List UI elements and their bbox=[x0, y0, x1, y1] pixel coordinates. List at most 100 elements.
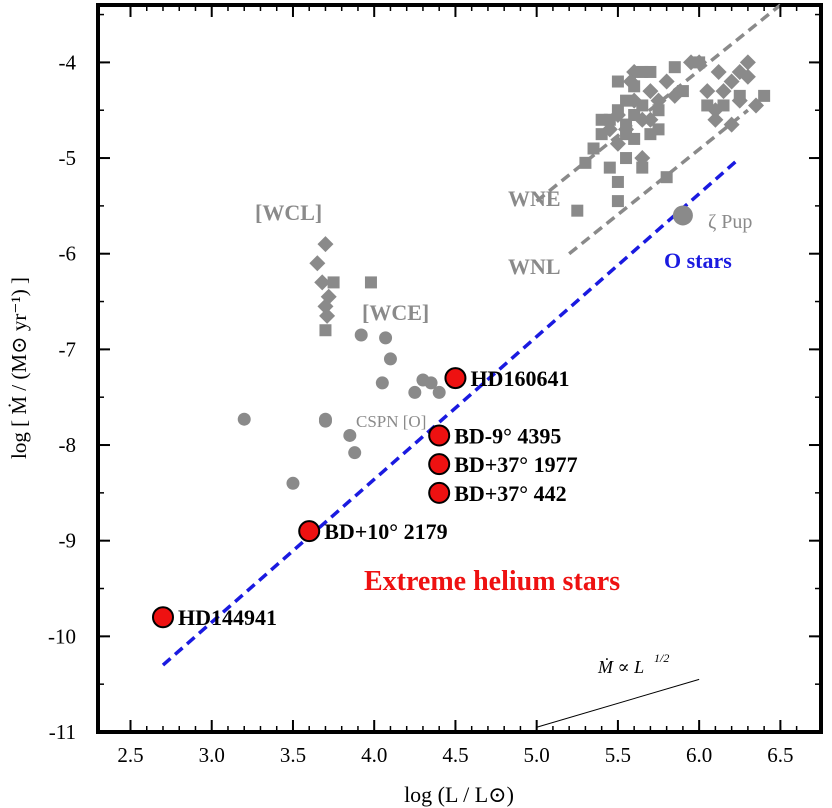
diamond-point bbox=[314, 274, 331, 291]
square-point bbox=[611, 75, 624, 88]
circle-point bbox=[318, 414, 332, 428]
square-point bbox=[652, 104, 665, 117]
x-axis-title: log (L / L⊙) bbox=[404, 782, 514, 807]
square-point bbox=[701, 99, 714, 112]
square-point bbox=[652, 123, 665, 136]
x-tick-label: 5.0 bbox=[524, 743, 550, 767]
extreme-helium-label: BD+37° 442 bbox=[454, 481, 566, 506]
diamond-point bbox=[319, 307, 336, 324]
extreme-helium-point bbox=[444, 367, 467, 390]
square-point bbox=[571, 204, 584, 217]
square-point bbox=[595, 128, 608, 141]
x-tick-label: 2.5 bbox=[117, 743, 143, 767]
square-point bbox=[668, 61, 681, 74]
y-tick-label: -8 bbox=[59, 433, 77, 457]
y-tick-label: -11 bbox=[49, 720, 76, 744]
y-tick-label: -10 bbox=[48, 624, 76, 648]
diamond-point bbox=[723, 73, 740, 90]
square-point bbox=[717, 99, 730, 112]
square-point bbox=[364, 276, 377, 289]
circle-point bbox=[343, 428, 357, 442]
zeta-pup-point bbox=[672, 205, 693, 226]
square-point bbox=[620, 94, 633, 107]
wne-label: WNE bbox=[508, 186, 561, 211]
x-tick-label: 3.0 bbox=[199, 743, 225, 767]
square-point bbox=[603, 161, 616, 174]
extreme-helium-point bbox=[298, 520, 321, 543]
square-point bbox=[620, 152, 633, 165]
square-point bbox=[733, 89, 746, 102]
cspn-label: CSPN [O] bbox=[356, 412, 426, 431]
circle-point bbox=[424, 376, 438, 390]
x-tick-label: 4.5 bbox=[442, 743, 468, 767]
diamond-point bbox=[317, 236, 334, 253]
relation-label: Ṁ ∝ L bbox=[597, 657, 644, 677]
square-point bbox=[758, 89, 771, 102]
diamond-point bbox=[309, 255, 326, 272]
square-point bbox=[587, 142, 600, 155]
circle-point bbox=[408, 385, 422, 399]
trend-line bbox=[535, 3, 782, 203]
diamond-point bbox=[731, 63, 748, 80]
square-point bbox=[644, 128, 657, 141]
square-point bbox=[693, 56, 706, 69]
square-point bbox=[611, 195, 624, 208]
diamond-point bbox=[707, 111, 724, 128]
diamond-point bbox=[710, 63, 727, 80]
y-tick-label: -9 bbox=[59, 529, 77, 553]
square-point bbox=[579, 156, 592, 169]
y-axis-title: log [ Ṁ / (M⊙ yr⁻¹) ] bbox=[7, 277, 31, 459]
wcl-label: [WCL] bbox=[255, 200, 322, 225]
x-tick-label: 4.0 bbox=[361, 743, 387, 767]
square-point bbox=[660, 171, 673, 184]
diamond-point bbox=[715, 83, 732, 100]
extreme-helium-label: HD160641 bbox=[470, 366, 569, 391]
circle-point bbox=[375, 376, 389, 390]
extreme-helium-point bbox=[428, 424, 451, 447]
diamond-point bbox=[699, 83, 716, 100]
extreme-helium-label: HD144941 bbox=[178, 605, 277, 630]
trend-line bbox=[568, 108, 749, 256]
trend-line bbox=[536, 678, 700, 728]
x-tick-label: 6.5 bbox=[767, 743, 793, 767]
square-point bbox=[676, 85, 689, 98]
extreme-helium-label: BD-9° 4395 bbox=[454, 423, 561, 448]
square-point bbox=[620, 118, 633, 131]
x-tick-label: 3.5 bbox=[280, 743, 306, 767]
square-point bbox=[620, 128, 633, 141]
diamond-point bbox=[658, 73, 675, 90]
diamond-point bbox=[739, 54, 756, 71]
extreme-helium-point bbox=[428, 453, 451, 476]
square-point bbox=[327, 276, 340, 289]
circle-point bbox=[354, 328, 368, 342]
square-point bbox=[644, 65, 657, 78]
extreme-helium-point bbox=[428, 481, 451, 504]
square-point bbox=[595, 113, 608, 126]
wce-label: [WCE] bbox=[362, 300, 429, 325]
square-point bbox=[636, 161, 649, 174]
y-tick-label: -6 bbox=[59, 242, 77, 266]
relation-annotation: Ṁ ∝ L 1/2 bbox=[597, 651, 669, 677]
extreme-helium-label: Extreme helium stars bbox=[364, 566, 620, 597]
wnl-label: WNL bbox=[508, 254, 561, 279]
circle-point bbox=[383, 352, 397, 366]
plot-frame bbox=[96, 3, 823, 734]
y-tick-label: -5 bbox=[59, 146, 77, 170]
diamond-point bbox=[723, 116, 740, 133]
square-point bbox=[611, 104, 624, 117]
circle-point bbox=[237, 412, 251, 426]
square-point bbox=[611, 175, 624, 188]
extreme-helium-point bbox=[151, 606, 174, 629]
square-point bbox=[636, 99, 649, 112]
square-point bbox=[628, 109, 641, 122]
points-layer bbox=[237, 54, 771, 490]
square-point bbox=[319, 324, 332, 337]
circle-point bbox=[286, 476, 300, 490]
circle-point bbox=[379, 331, 393, 345]
diamond-point bbox=[642, 83, 659, 100]
x-tick-label: 5.5 bbox=[605, 743, 631, 767]
y-tick-label: -4 bbox=[59, 50, 77, 74]
